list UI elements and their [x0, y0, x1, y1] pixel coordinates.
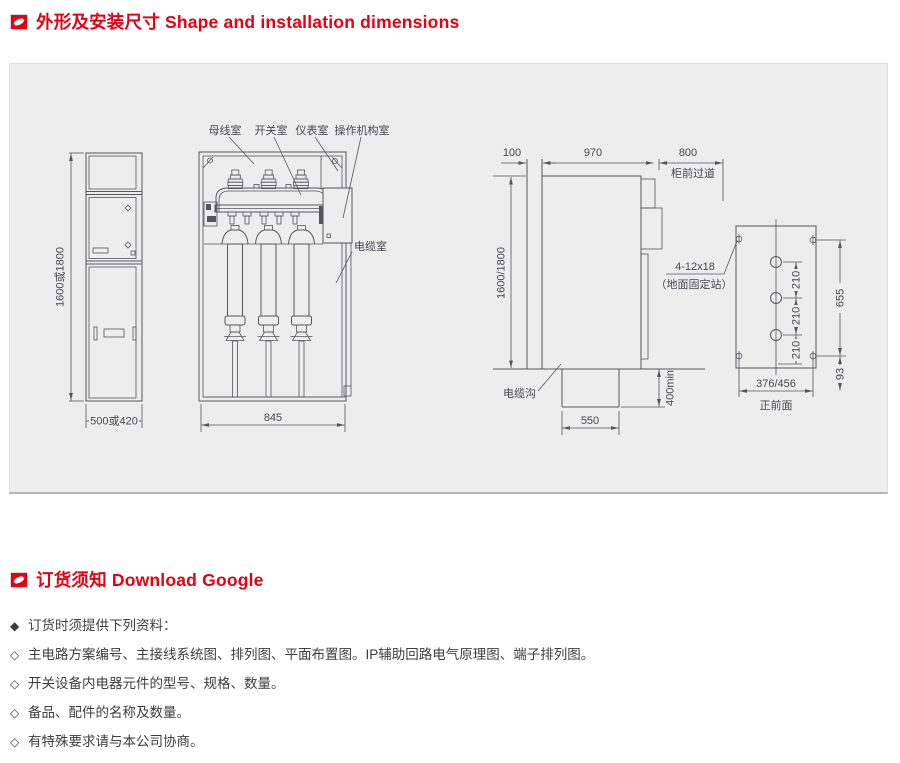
- ordering-notes: ◆ 订货时须提供下列资料： ◇ 主电路方案编号、主接线系统图、排列图、平面布置图…: [10, 618, 870, 763]
- dim-front-width: 845: [264, 412, 282, 424]
- label-front-face: 正前面: [760, 398, 793, 412]
- label-anchor-holes-note: （地面固定站）: [656, 277, 733, 291]
- dim-left-height: 1600或1800: [54, 247, 67, 307]
- dim-trench-depth: 400min: [665, 370, 677, 406]
- bolt-row: [227, 211, 300, 225]
- diamond-bullet: ◇: [10, 677, 20, 691]
- list-item: ◆ 订货时须提供下列资料：: [10, 618, 870, 634]
- dim-left-width: 500或420: [90, 415, 138, 428]
- note-text: 开关设备内电器元件的型号、规格、数量。: [28, 676, 285, 691]
- section-header-ordering: 订货须知 Download Google: [10, 567, 264, 592]
- dim-hole-pitch-3: 210: [791, 341, 803, 359]
- label-cable-room: 电缆室: [354, 239, 387, 253]
- dim-hole-pitch-2: 210: [791, 307, 803, 325]
- dimension-drawing-panel: 1600或1800 500或420: [9, 63, 888, 494]
- section-header-dimensions: 外形及安装尺寸 Shape and installation dimension…: [10, 9, 459, 34]
- dim-trench-width: 550: [581, 415, 599, 427]
- list-item: ◇ 开关设备内电器元件的型号、规格、数量。: [10, 676, 870, 692]
- side-view: 100 970 800 柜前过道 1600/1800 550 400min 电缆…: [493, 147, 724, 435]
- note-text: 主电路方案编号、主接线系统图、排列图、平面布置图。IP辅助回路电气原理图、端子排…: [28, 647, 595, 662]
- front-view: 845 母线室 开关室 仪表室 操作机构室 电缆室: [198, 123, 390, 432]
- label-busbar-room: 母线室: [209, 123, 242, 137]
- diamond-bullet: ◇: [10, 648, 20, 662]
- diamond-bullet: ◇: [10, 735, 20, 749]
- label-instrument-room: 仪表室: [296, 123, 329, 137]
- cable-insulators: [221, 225, 315, 398]
- brand-logo-icon: [10, 13, 28, 30]
- label-switch-room: 开关室: [255, 123, 288, 137]
- engineering-drawing: 1600或1800 500或420: [54, 123, 847, 435]
- label-aisle: 柜前过道: [671, 166, 715, 180]
- busbar-insulators: [227, 169, 309, 190]
- dim-wall-gap: 100: [503, 147, 521, 159]
- list-item: ◇ 主电路方案编号、主接线系统图、排列图、平面布置图。IP辅助回路电气原理图、端…: [10, 647, 870, 663]
- note-text: 订货时须提供下列资料：: [28, 618, 177, 633]
- diamond-bullet: ◇: [10, 706, 20, 720]
- label-cable-trench: 电缆沟: [503, 387, 536, 400]
- diamond-bullet: ◆: [10, 619, 20, 633]
- note-text: 备品、配件的名称及数量。: [28, 705, 190, 720]
- dim-aisle: 800: [679, 147, 697, 159]
- section-title: 外形及安装尺寸 Shape and installation dimension…: [36, 12, 460, 32]
- label-mechanism-room: 操作机构室: [335, 123, 390, 137]
- dim-hole-pitch-1: 210: [791, 271, 803, 289]
- dim-side-height: 1600/1800: [496, 247, 508, 299]
- dim-offset: 93: [835, 368, 847, 380]
- dim-depth: 970: [584, 147, 602, 159]
- brand-logo-icon: [10, 571, 28, 588]
- dim-span: 655: [835, 289, 847, 307]
- left-cabinet-view: 1600或1800 500或420: [54, 152, 143, 428]
- note-text: 有特殊要求请与本公司协商。: [28, 734, 204, 749]
- label-anchor-holes: 4-12x18: [675, 261, 715, 273]
- list-item: ◇ 有特殊要求请与本公司协商。: [10, 734, 870, 750]
- foundation-plan: 210 210 210 655 93 376/456 正前面 4-12x18 （…: [656, 219, 847, 412]
- list-item: ◇ 备品、配件的名称及数量。: [10, 705, 870, 721]
- section-title: 订货须知 Download Google: [36, 570, 264, 590]
- dim-plate-width: 376/456: [756, 378, 796, 390]
